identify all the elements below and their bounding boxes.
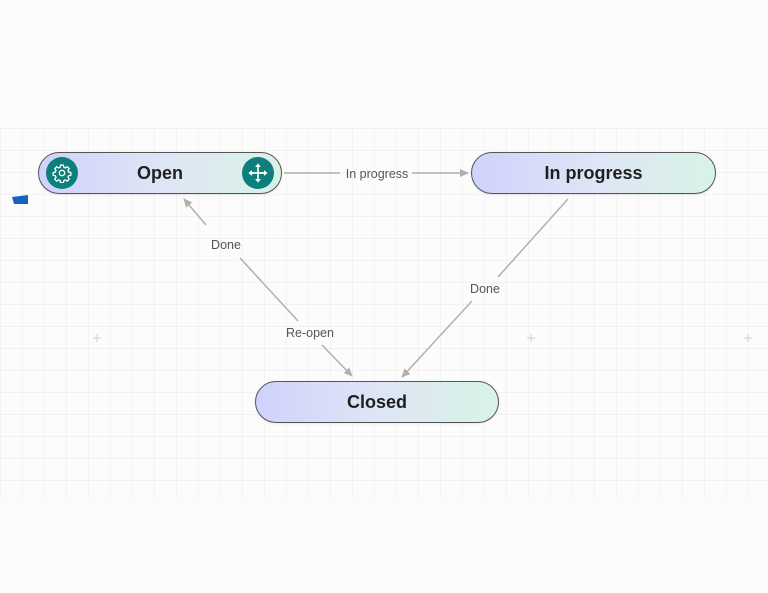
edge-label: Re-open bbox=[286, 326, 334, 340]
edge-open-to-closed[interactable]: Re-open bbox=[286, 326, 353, 377]
move-arrows-icon bbox=[248, 163, 268, 183]
node-label: In progress bbox=[544, 162, 643, 183]
edge-in-progress-to-closed[interactable]: Done bbox=[401, 198, 569, 378]
node-move-button[interactable] bbox=[242, 157, 274, 189]
edge-label: In progress bbox=[346, 167, 409, 181]
gear-icon bbox=[52, 164, 72, 183]
edge-label: Done bbox=[470, 282, 500, 296]
connection-handle-icon[interactable] bbox=[10, 195, 28, 204]
node-in-progress[interactable]: In progress bbox=[471, 152, 716, 194]
node-label: Closed bbox=[346, 391, 407, 412]
snap-marker bbox=[93, 334, 101, 342]
node-label: Open bbox=[136, 162, 183, 183]
node-settings-button[interactable] bbox=[46, 157, 78, 189]
node-closed[interactable]: Closed bbox=[255, 381, 499, 423]
edge-open-to-in-progress[interactable]: In progress bbox=[284, 167, 469, 181]
node-open[interactable]: Open bbox=[38, 152, 282, 194]
edge-label: Done bbox=[211, 238, 241, 252]
snap-marker bbox=[527, 334, 535, 342]
snap-marker bbox=[744, 334, 752, 342]
edge-closed-to-open[interactable]: Done bbox=[183, 198, 299, 322]
